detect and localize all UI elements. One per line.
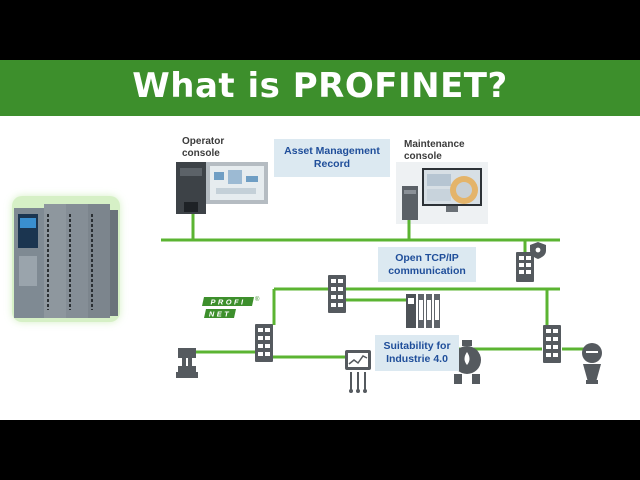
- maintenance-console-icon: [396, 162, 488, 224]
- logo-trademark: ®: [255, 296, 260, 303]
- asset-callout-line2: Record: [313, 158, 351, 170]
- pump-icon: [453, 340, 481, 384]
- operator-console-label-line1: Operator: [182, 136, 225, 147]
- maintenance-console-label-line1: Maintenance: [404, 139, 465, 150]
- industrie-callout-line1: Suitability for: [383, 340, 451, 352]
- logo-profi-text: PROFI: [211, 298, 246, 307]
- profinet-logo: PROFI NET ®: [202, 296, 260, 319]
- io-module-icon: [406, 294, 440, 328]
- network-diagram: PROFI NET ®: [12, 162, 602, 393]
- operator-console-label: Operator console: [182, 136, 224, 160]
- bottom-black-bar: [0, 420, 640, 480]
- flow-meter-icon: [582, 343, 602, 384]
- page-title: What is PROFINET?: [132, 66, 508, 106]
- top-black-bar: [0, 0, 640, 60]
- plc-controller-icon: [12, 196, 120, 322]
- operator-console-label-line2: console: [182, 148, 220, 159]
- tcpip-callout: Open TCP/IP communication: [378, 247, 476, 282]
- industrie-callout-line2: Industrie 4.0: [386, 353, 448, 365]
- logo-net-text: NET: [209, 310, 231, 319]
- sensor-chart-icon: [345, 350, 371, 393]
- tcpip-callout-line1: Open TCP/IP: [395, 251, 459, 264]
- asset-management-callout: Asset Management Record: [274, 139, 390, 177]
- operator-console-icon: [176, 162, 268, 214]
- valve-icon: [176, 348, 198, 378]
- maintenance-console-label: Maintenance console: [404, 139, 465, 163]
- security-shield-icon: [530, 242, 546, 259]
- title-banner: What is PROFINET?: [0, 60, 640, 116]
- tcpip-callout-line2: communication: [388, 264, 466, 277]
- diagram-area: PROFI NET ® Operator console Maintenance…: [0, 116, 640, 420]
- maintenance-console-label-line2: console: [404, 151, 442, 162]
- asset-callout-line1: Asset Management: [284, 145, 380, 157]
- industrie-callout: Suitability for Industrie 4.0: [375, 335, 459, 371]
